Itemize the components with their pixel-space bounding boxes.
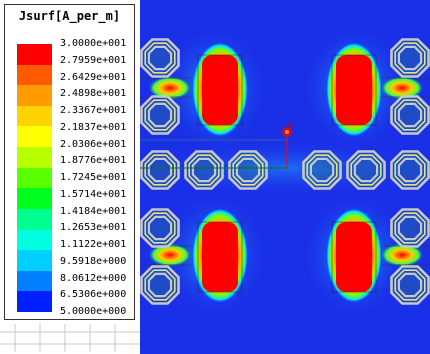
octagon-ring xyxy=(390,38,430,78)
legend-color-band xyxy=(17,44,52,66)
octagon-ring xyxy=(302,150,342,190)
octagon-ring xyxy=(390,208,430,248)
octagon-ring xyxy=(397,102,423,128)
legend-color-band xyxy=(17,64,52,86)
octagon-ring xyxy=(397,215,423,241)
octagon-ring xyxy=(309,157,335,183)
legend-tick-label: 1.7245e+001 xyxy=(60,172,127,183)
octagon-ring xyxy=(394,154,426,186)
octagon-ring xyxy=(147,102,173,128)
octagon-ring xyxy=(397,45,423,71)
octagon-ring xyxy=(397,157,423,183)
octagon-ring xyxy=(144,269,176,301)
octagon-ring xyxy=(397,272,423,298)
hot-pad-layer xyxy=(192,42,382,303)
octagon-ring xyxy=(140,95,180,135)
octagon-ring xyxy=(147,157,173,183)
legend-color-band xyxy=(17,147,52,169)
octagon-ring xyxy=(140,208,180,248)
hotspot-layer xyxy=(148,76,424,267)
legend-tick-label: 9.5918e+000 xyxy=(60,255,127,267)
legend-tick-label: 1.5714e+001 xyxy=(60,188,127,200)
octagon-ring xyxy=(394,99,426,131)
legend-tick-label: 5.0000e+000 xyxy=(60,306,127,317)
color-legend[interactable]: Jsurf[A_per_m] 3.0000e+001 2.7959e+001 2.6… xyxy=(4,4,135,320)
legend-color-band xyxy=(17,291,52,313)
legend-tick-label: 8.0612e+000 xyxy=(60,272,127,284)
legend-tick-label: 2.4898e+001 xyxy=(60,88,127,100)
octagon-ring xyxy=(140,38,180,78)
legend-color-band xyxy=(17,85,52,107)
octagon-ring xyxy=(191,157,217,183)
octagon-ring xyxy=(390,265,430,305)
octagon-ring xyxy=(144,154,176,186)
octagon-ring xyxy=(184,150,224,190)
octagon-ring xyxy=(390,95,430,135)
octagon-ring xyxy=(147,45,173,71)
legend-color-band xyxy=(17,270,52,292)
octagon-ring xyxy=(394,269,426,301)
legend-color-band xyxy=(17,105,52,127)
legend-tick-label: 2.3367e+001 xyxy=(60,105,127,116)
octagon-ring-layer xyxy=(140,38,430,305)
legend-tick-label: 1.1122e+001 xyxy=(60,239,127,250)
legend-tick-label: 2.6429e+001 xyxy=(60,71,127,83)
octagon-ring xyxy=(353,157,379,183)
legend-tick-label: 2.7959e+001 xyxy=(60,54,127,66)
octagon-ring xyxy=(147,215,173,241)
legend-color-band xyxy=(17,188,52,210)
octagon-ring xyxy=(140,265,180,305)
field-plot-viewport[interactable]: 2 xyxy=(140,0,430,354)
legend-tick-label: 1.8776e+001 xyxy=(60,155,127,167)
octagon-ring xyxy=(390,150,430,190)
axis-marker-label: 2 xyxy=(288,121,294,131)
legend-color-band xyxy=(17,250,52,272)
octagon-ring xyxy=(306,154,338,186)
legend-tick-label: 1.4184e+001 xyxy=(60,205,127,217)
octagon-ring xyxy=(394,212,426,244)
legend-color-band xyxy=(17,167,52,189)
octagon-ring xyxy=(394,42,426,74)
legend-tick-label: 6.5306e+000 xyxy=(60,289,127,301)
octagon-ring xyxy=(232,154,264,186)
bottom-ruler xyxy=(0,324,140,352)
octagon-ring xyxy=(144,99,176,131)
octagon-ring xyxy=(147,272,173,298)
legend-color-band xyxy=(17,126,52,148)
legend-color-bar xyxy=(17,44,52,313)
octagon-ring xyxy=(144,212,176,244)
legend-title: Jsurf[A_per_m] xyxy=(18,9,121,23)
axis-marker: 2 xyxy=(140,121,294,169)
octagon-ring xyxy=(144,42,176,74)
legend-tick-label: 3.0000e+001 xyxy=(60,38,127,49)
legend-tick-label: 2.1837e+001 xyxy=(60,121,127,133)
legend-color-band xyxy=(17,208,52,231)
legend-tick-label: 2.0306e+001 xyxy=(60,138,127,150)
octagon-ring xyxy=(140,150,180,190)
legend-color-band xyxy=(17,229,52,251)
octagon-ring xyxy=(188,154,220,186)
octagon-ring xyxy=(235,157,261,183)
octagon-ring xyxy=(346,150,386,190)
octagon-ring xyxy=(350,154,382,186)
legend-tick-label: 1.2653e+001 xyxy=(60,222,127,234)
current-density-plot: 2 xyxy=(140,0,430,354)
octagon-ring xyxy=(228,150,268,190)
